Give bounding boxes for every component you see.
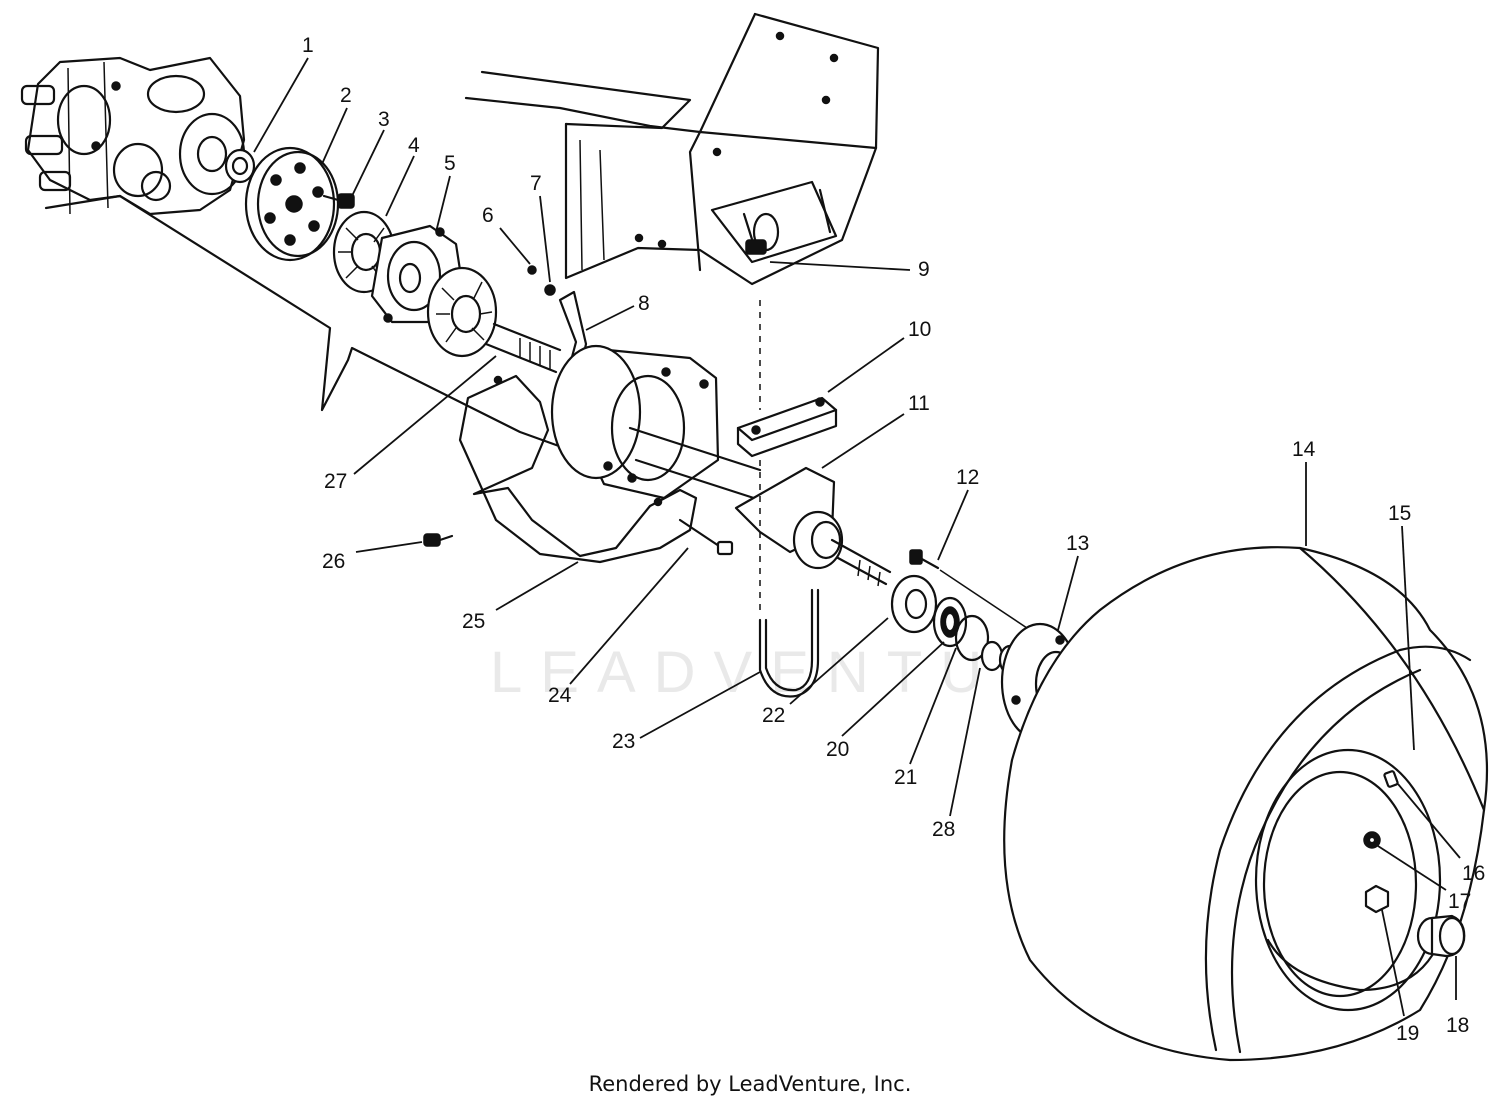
hub-flange xyxy=(244,146,340,262)
callout-27: 27 xyxy=(324,470,347,493)
callout-1: 1 xyxy=(302,34,314,57)
callout-25: 25 xyxy=(462,610,485,633)
callout-20: 20 xyxy=(826,738,849,761)
tire xyxy=(1003,546,1489,1062)
lug-nut xyxy=(1364,884,1390,914)
long-bolt xyxy=(678,518,734,556)
callout-24: 24 xyxy=(548,684,572,707)
valve-stem xyxy=(1383,770,1399,788)
wheel-rim xyxy=(1254,748,1442,1012)
callout-4: 4 xyxy=(408,134,420,157)
callout-28: 28 xyxy=(932,818,955,841)
frame-bolt-head xyxy=(745,239,767,255)
callout-6: 6 xyxy=(482,204,494,227)
retaining-ring xyxy=(954,614,990,662)
callout-12: 12 xyxy=(956,466,979,489)
small-nut xyxy=(544,284,556,296)
callout-8: 8 xyxy=(638,292,650,315)
callout-11: 11 xyxy=(908,392,930,415)
grease-fitting xyxy=(527,265,537,275)
axle-spindle xyxy=(830,538,892,587)
transmission-housing xyxy=(20,56,256,216)
u-bolt xyxy=(758,588,820,698)
callout-13: 13 xyxy=(1066,532,1089,555)
leader-lines xyxy=(253,57,1461,1017)
axle-mount-bracket xyxy=(734,466,844,570)
flange-bolt xyxy=(322,193,355,209)
axle-shaft xyxy=(484,322,562,374)
callout-2: 2 xyxy=(340,84,352,107)
callout-7: 7 xyxy=(530,172,542,195)
wheel-bearing xyxy=(890,574,938,634)
callout-3: 3 xyxy=(378,108,390,131)
coupler-disc-rear xyxy=(426,266,498,358)
callout-9: 9 xyxy=(918,258,930,281)
callout-15: 15 xyxy=(1388,502,1411,525)
callout-14: 14 xyxy=(1292,438,1316,461)
frame-bracket xyxy=(464,12,880,286)
lower-guard xyxy=(458,374,698,564)
footer-credit: Rendered by LeadVenture, Inc. xyxy=(588,1072,912,1096)
callout-22: 22 xyxy=(762,704,785,727)
guard-bolt xyxy=(423,533,454,547)
callout-17: 17 xyxy=(1448,890,1471,913)
callout-numbers: 1 2 3 4 5 6 7 8 9 10 11 12 13 14 15 16 1… xyxy=(302,34,1485,1045)
spacer-plate xyxy=(736,396,838,458)
callout-18: 18 xyxy=(1446,1014,1469,1037)
callout-16: 16 xyxy=(1462,862,1485,885)
callout-26: 26 xyxy=(322,550,345,573)
callout-19: 19 xyxy=(1396,1022,1419,1045)
rear-panel-outline xyxy=(44,194,572,452)
hub-cap xyxy=(1416,914,1466,958)
callout-21: 21 xyxy=(894,766,917,789)
axle-housing xyxy=(550,344,762,502)
callout-5: 5 xyxy=(444,152,456,175)
callout-10: 10 xyxy=(908,318,931,341)
hub-bolt xyxy=(909,549,940,570)
transmission-output-seal xyxy=(224,148,256,184)
bearing-seal xyxy=(932,596,968,648)
callout-23: 23 xyxy=(612,730,635,753)
